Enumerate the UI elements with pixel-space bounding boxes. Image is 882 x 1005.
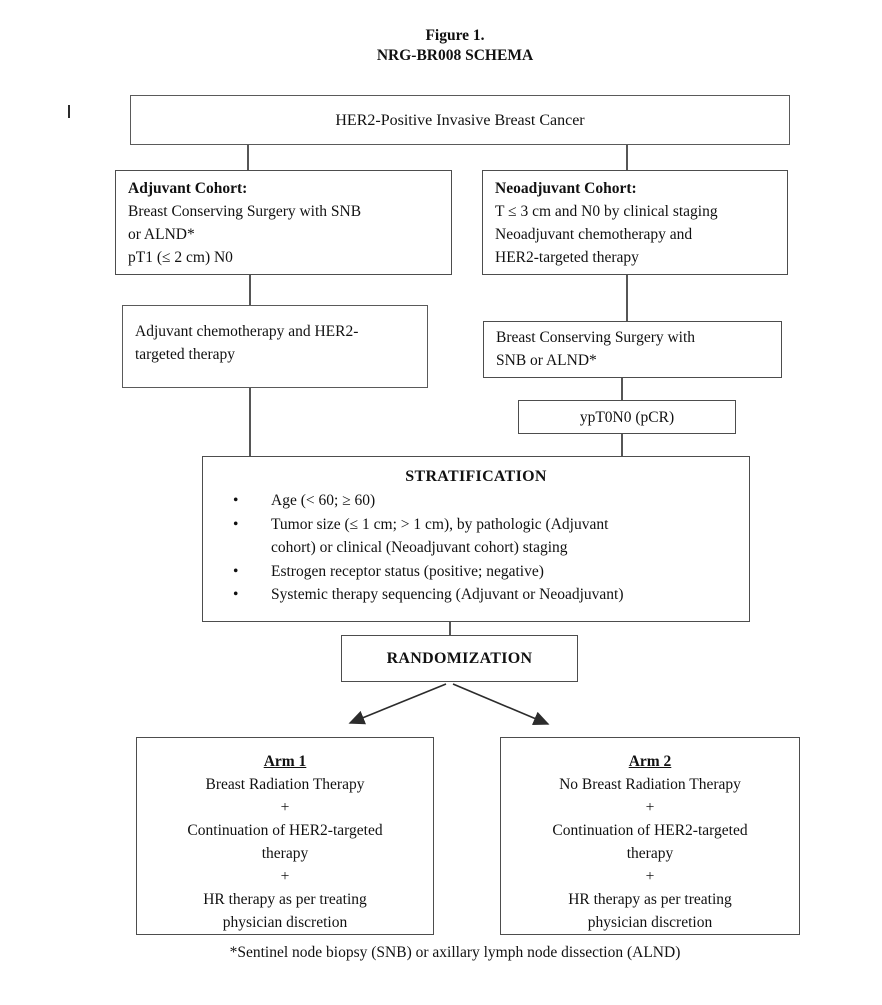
stratification-bullet-text: Systemic therapy sequencing (Adjuvant or… — [271, 586, 624, 603]
adjuvant-cohort-box: Adjuvant Cohort: Breast Conserving Surge… — [115, 170, 452, 275]
figure-title-line1: Figure 1. — [425, 27, 485, 44]
arm2-line: physician discretion — [587, 914, 713, 931]
stratification-bullet-text: Estrogen receptor status (positive; nega… — [271, 562, 544, 580]
arm1-line: HR therapy as per treating — [203, 891, 367, 908]
breast-conserving-surgery-box: Breast Conserving Surgery with SNB or AL… — [483, 321, 782, 378]
arm2-line: No Breast Radiation Therapy — [559, 776, 741, 793]
arm2-line: HR therapy as per treating — [568, 891, 732, 908]
arm1-box: Arm 1 Breast Radiation Therapy + Continu… — [136, 737, 434, 935]
adjuvant-therapy-line: Adjuvant chemotherapy and HER2- — [135, 323, 359, 340]
stratification-bullet-text: Age (< 60; ≥ 60) — [271, 492, 376, 509]
pcr-label: ypT0N0 (pCR) — [579, 408, 675, 426]
adjuvant-cohort-line: pT1 (≤ 2 cm) N0 — [128, 249, 233, 266]
pcr-box: ypT0N0 (pCR) — [518, 400, 736, 434]
stratification-bullet-tumor-size: • Tumor size (≤ 1 cm; > 1 cm), by pathol… — [203, 513, 749, 560]
bullet-icon: • — [233, 515, 239, 533]
arm1-line: Breast Radiation Therapy — [205, 776, 365, 793]
arm1-heading: Arm 1 — [263, 753, 307, 770]
arrow-randomization-to-arm2-icon — [452, 683, 550, 726]
stratification-box: STRATIFICATION • Age (< 60; ≥ 60) • Tumo… — [202, 456, 750, 622]
neoadjuvant-cohort-line: HER2-targeted therapy — [495, 249, 639, 266]
stratification-bullet-sequencing: • Systemic therapy sequencing (Adjuvant … — [203, 583, 749, 607]
neoadjuvant-cohort-box: Neoadjuvant Cohort: T ≤ 3 cm and N0 by c… — [482, 170, 788, 275]
adjuvant-therapy-line: targeted therapy — [135, 346, 235, 363]
arm2-line: + — [645, 868, 655, 885]
arm2-line: therapy — [626, 845, 674, 862]
bullet-icon: • — [233, 562, 239, 580]
arm1-line: therapy — [261, 845, 309, 862]
stratification-bullet-er-status: • Estrogen receptor status (positive; ne… — [203, 560, 749, 584]
neoadjuvant-cohort-line: T ≤ 3 cm and N0 by clinical staging — [495, 203, 718, 220]
stratification-heading: STRATIFICATION — [405, 468, 547, 485]
adjuvant-cohort-heading: Adjuvant Cohort: — [128, 180, 248, 197]
arm1-line: + — [280, 799, 290, 816]
cursor-artifact-mark — [68, 105, 70, 118]
randomization-box: RANDOMIZATION — [341, 635, 578, 682]
bullet-icon: • — [233, 492, 239, 509]
stratification-bullet-line: cohort) or clinical (Neoadjuvant cohort)… — [271, 539, 568, 556]
neoadjuvant-cohort-line: Neoadjuvant chemotherapy and — [495, 226, 693, 243]
neoadjuvant-cohort-heading: Neoadjuvant Cohort: — [495, 180, 637, 197]
stratification-bullet-line: Tumor size (≤ 1 cm; > 1 cm), by patholog… — [271, 515, 609, 533]
adjuvant-therapy-box: Adjuvant chemotherapy and HER2- targeted… — [122, 305, 428, 388]
arrow-randomization-to-arm1-icon — [348, 683, 447, 725]
her2-positive-label: HER2-Positive Invasive Breast Cancer — [335, 111, 585, 129]
arm2-box: Arm 2 No Breast Radiation Therapy + Cont… — [500, 737, 800, 935]
arm1-line: physician discretion — [222, 914, 348, 931]
arm2-line: Continuation of HER2-targeted — [552, 822, 748, 839]
stratification-bullet-age: • Age (< 60; ≥ 60) — [203, 489, 749, 513]
figure-title-line2: NRG-BR008 SCHEMA — [376, 47, 534, 64]
adjuvant-cohort-line: or ALND* — [128, 226, 195, 243]
breast-conserving-surgery-line: Breast Conserving Surgery with — [496, 329, 696, 346]
bullet-icon: • — [233, 586, 239, 603]
arm2-heading: Arm 2 — [628, 753, 672, 770]
arm1-line: + — [280, 868, 290, 885]
adjuvant-cohort-line: Breast Conserving Surgery with SNB — [128, 203, 362, 220]
her2-positive-box: HER2-Positive Invasive Breast Cancer — [130, 95, 790, 145]
randomization-label: RANDOMIZATION — [386, 650, 533, 667]
figure-title: Figure 1. NRG-BR008 SCHEMA — [28, 26, 882, 66]
arm1-line: Continuation of HER2-targeted — [187, 822, 383, 839]
stratification-bullet-text: Tumor size (≤ 1 cm; > 1 cm), by patholog… — [271, 513, 749, 560]
arm2-line: + — [645, 799, 655, 816]
footnote: *Sentinel node biopsy (SNB) or axillary … — [229, 944, 681, 961]
breast-conserving-surgery-line: SNB or ALND* — [496, 352, 597, 369]
